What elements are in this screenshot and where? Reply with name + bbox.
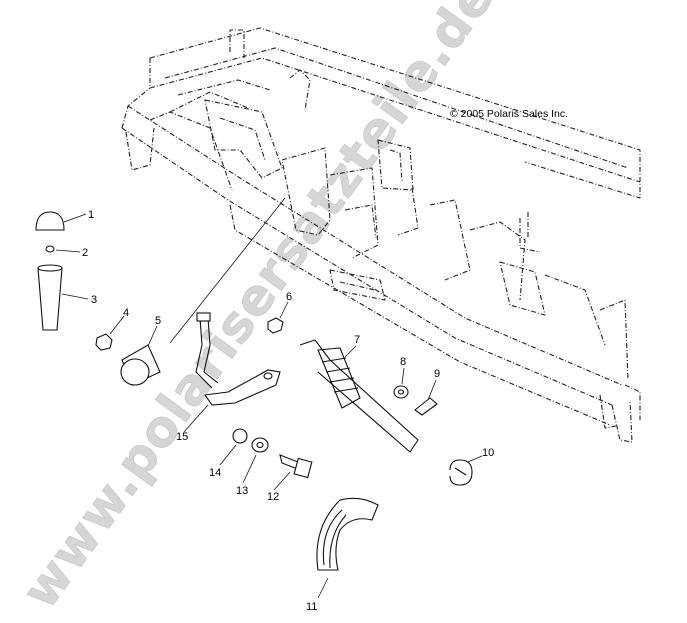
part-1-cap (35, 211, 65, 231)
part-4-nut (95, 333, 113, 351)
callout-8: 8 (400, 356, 406, 368)
callout-3: 3 (91, 294, 97, 306)
callout-1: 1 (88, 209, 94, 221)
callout-12: 12 (267, 491, 279, 503)
callout-10: 10 (482, 447, 494, 459)
callout-11: 11 (306, 601, 317, 613)
part-14-spacer (232, 428, 248, 444)
chassis-frame (121, 27, 641, 443)
callout-15: 15 (176, 431, 188, 443)
part-3-grip (37, 264, 63, 331)
part-7-spring (299, 339, 419, 453)
callout-5: 5 (155, 315, 161, 327)
callout-13: 13 (236, 485, 248, 497)
part-12-bolt (279, 454, 313, 479)
part-8-washer (393, 385, 409, 399)
callout-labels: 1 2 3 4 5 6 7 8 9 10 11 12 13 14 15 (82, 209, 494, 613)
callout-6: 6 (286, 291, 292, 303)
part-13-washer (251, 437, 269, 453)
part-9-clip (414, 397, 438, 416)
part-5-bumper (120, 344, 161, 386)
callout-leaders (55, 213, 483, 599)
copyright-text: © 2005 Polaris Sales Inc. (450, 108, 568, 120)
part-11-gate (316, 497, 379, 571)
watermark-text: www.polarisersatzteile.de (11, 0, 506, 619)
part-2-nut (45, 245, 55, 253)
part-10-clamp (449, 459, 473, 486)
callout-7: 7 (354, 334, 360, 346)
frame-leader (169, 197, 286, 344)
callout-9: 9 (434, 368, 440, 380)
callout-4: 4 (123, 307, 129, 319)
callout-14: 14 (209, 467, 221, 479)
callout-2: 2 (82, 247, 88, 259)
part-6-nut (267, 317, 284, 334)
part-15-lever (195, 312, 281, 406)
